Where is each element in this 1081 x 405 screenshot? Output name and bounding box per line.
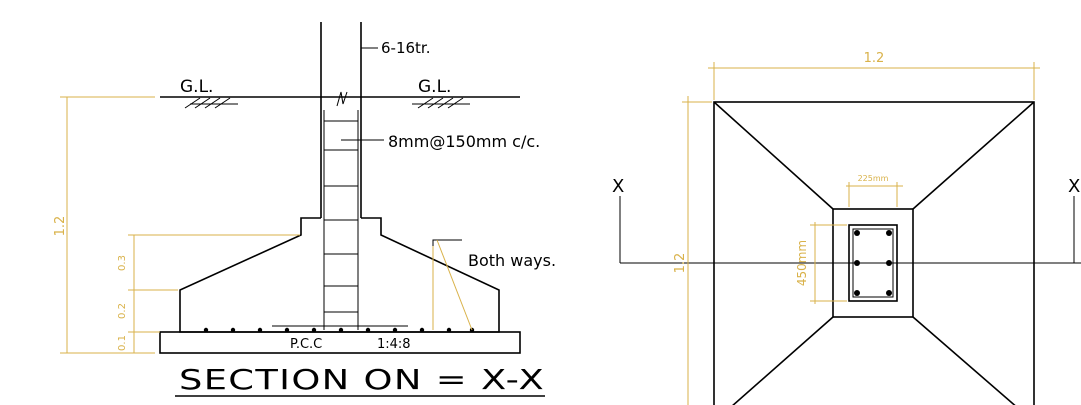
- pcc-label: P.C.C: [290, 337, 322, 352]
- dim-d3: 0.1: [117, 335, 128, 351]
- rebar-label: 6-16tr.: [381, 39, 430, 57]
- plan-view: X X 1.2 1.2 225mm 450mm: [612, 51, 1081, 405]
- gl-label-left: G.L.: [180, 77, 213, 97]
- column-depth-dimension: 450mm: [795, 222, 847, 304]
- stirrups: [324, 120, 358, 313]
- dim-d1: 0.3: [117, 255, 128, 271]
- plan-height-label: 1.2: [673, 253, 688, 274]
- pcc-bed: [159, 331, 521, 354]
- dim-total-height: 1.2: [53, 216, 68, 237]
- mix-label: 1:4:8: [377, 337, 411, 352]
- gl-label-right: G.L.: [418, 77, 451, 97]
- plan-width-label: 1.2: [864, 51, 885, 66]
- cut-label-right: X: [1068, 176, 1080, 197]
- stirrup-label: 8mm@150mm c/c.: [388, 132, 540, 151]
- plan-slope-lines: [713, 101, 1035, 405]
- dim-d2: 0.2: [117, 303, 128, 319]
- depth-dimensions: 0.3 0.2 0.1: [117, 234, 300, 353]
- column-width-dimension: 225mm: [846, 174, 903, 207]
- both-ways-label: Both ways.: [468, 251, 556, 270]
- both-ways-diag: [436, 239, 473, 331]
- break-symbol: [336, 91, 348, 107]
- both-ways-leader: [432, 239, 462, 246]
- plan-width-dimension: 1.2: [708, 51, 1040, 100]
- plan-footing: [713, 101, 1035, 405]
- column-width-label: 225mm: [858, 174, 889, 183]
- earth-hatch-left: [184, 97, 238, 109]
- cut-label-left: X: [612, 176, 624, 197]
- plan-height-dimension: 1.2: [673, 96, 712, 405]
- section-title: SECTION ON = X-X: [179, 363, 545, 396]
- height-dimension: 1.2: [53, 96, 155, 354]
- bottom-bars: [203, 327, 475, 333]
- column-depth-label: 450mm: [795, 240, 809, 286]
- earth-hatch-right: [412, 97, 470, 109]
- section-view: G.L. G.L. P.C.C 1:4:8 6-16tr. 8mm@150mm …: [53, 22, 556, 397]
